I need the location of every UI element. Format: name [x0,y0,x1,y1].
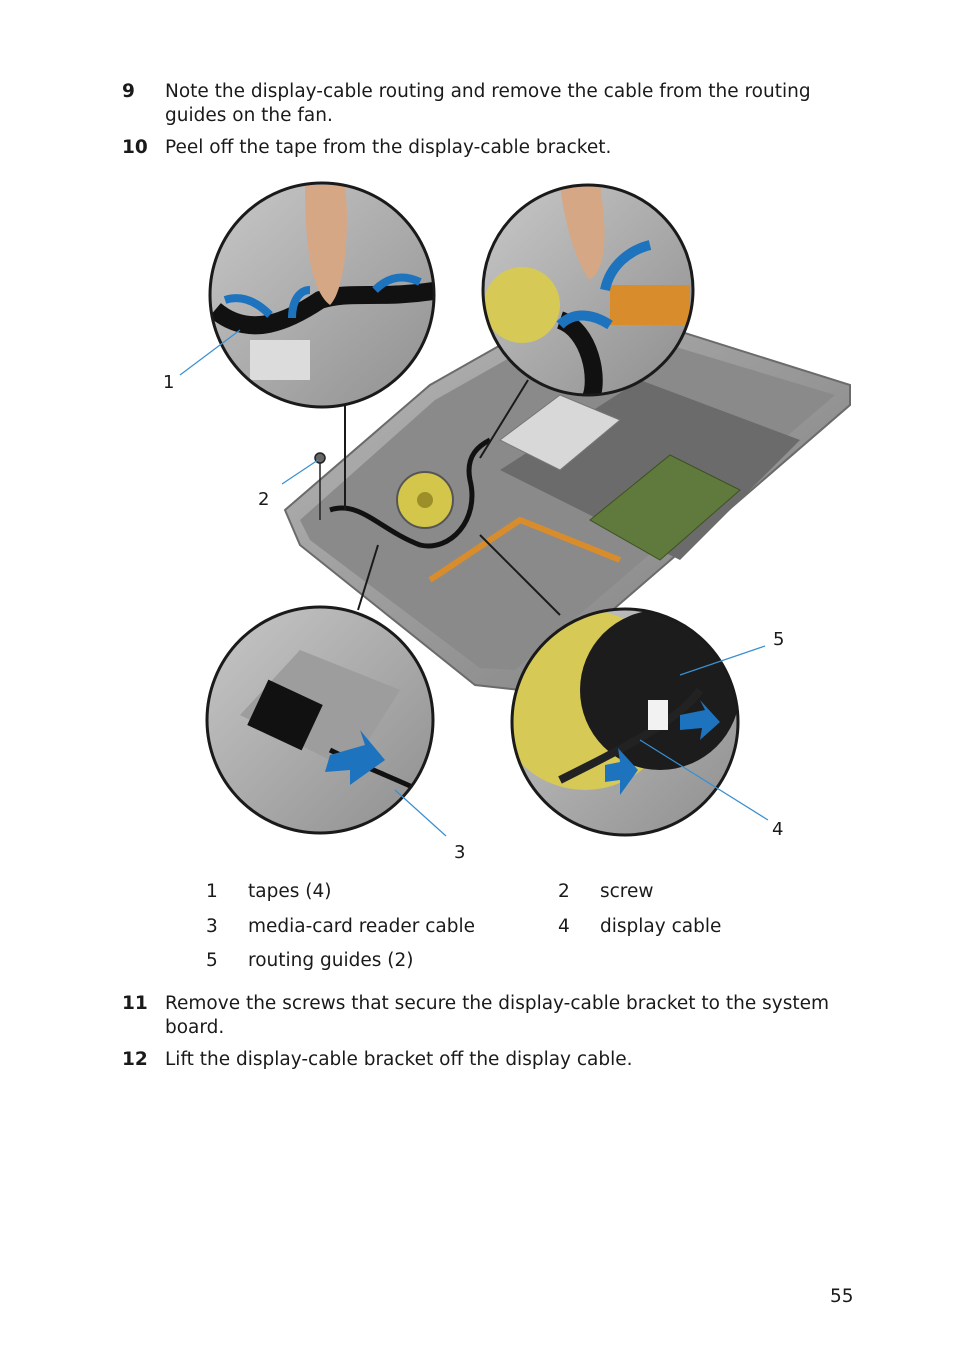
callout-5: 5 [773,629,785,650]
magnifier-tapes [210,183,434,407]
step-number: 11 [122,993,148,1014]
laptop-chassis [283,298,851,692]
step-text: Remove the screws that secure the displa… [165,993,830,1038]
magnifier-media-card-cable [207,607,433,833]
step-number: 10 [122,137,148,158]
step-10: 10 Peel off the tape from the display-ca… [122,136,842,160]
step-9: 9 Note the display-cable routing and rem… [122,80,842,128]
step-number: 9 [122,81,135,102]
magnifier-connectors [344,379,561,616]
step-text: Lift the display-cable bracket off the d… [165,1049,633,1070]
step-12: 12 Lift the display-cable bracket off th… [122,1048,842,1072]
step-text: Peel off the tape from the display-cable… [165,137,612,158]
disassembly-illustration [179,181,851,837]
magnifier-routing-guides [512,609,738,835]
callout-3: 3 [454,842,466,863]
callout-4: 4 [772,819,784,840]
callout-leaders [179,329,769,837]
page-number: 55 [830,1286,854,1307]
callout-1: 1 [163,372,175,393]
step-11: 11 Remove the screws that secure the dis… [122,992,842,1040]
callout-2: 2 [258,489,270,510]
magnifier-bracket-tape [483,185,693,395]
step-text: Note the display-cable routing and remov… [165,81,811,126]
step-number: 12 [122,1049,148,1070]
